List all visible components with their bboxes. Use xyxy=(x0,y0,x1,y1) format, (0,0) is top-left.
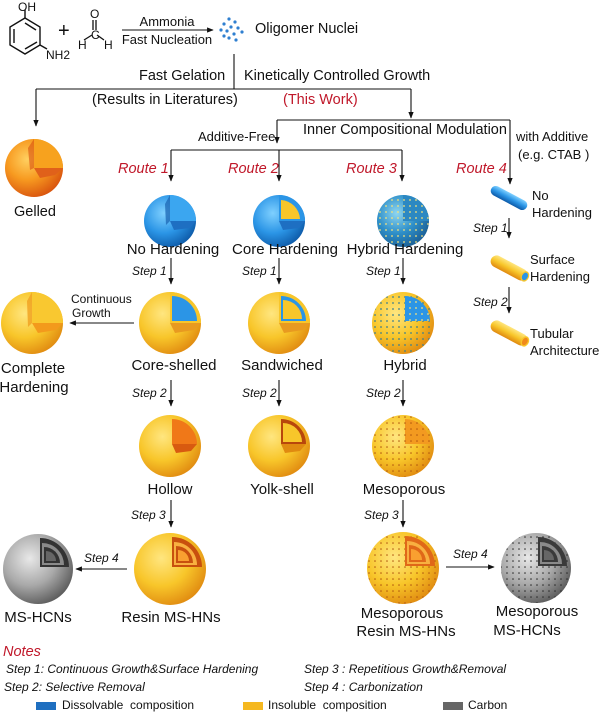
nh2-label: NH2 xyxy=(46,48,71,62)
hybrid-sphere xyxy=(372,292,434,354)
complete-hardening-sphere xyxy=(1,292,63,354)
ctab-label: (e.g. CTAB ) xyxy=(518,147,590,162)
surface-hardening-tube xyxy=(490,255,530,282)
sandwiched-sphere xyxy=(248,292,310,354)
route-4-title: Route 4 xyxy=(456,161,507,177)
growth-label: Growth xyxy=(72,306,111,320)
mesoporous-resin-ms-hns-sphere xyxy=(367,532,439,604)
yolk-shell-sphere xyxy=(248,415,310,477)
condition-fast-nucleation: Fast Nucleation xyxy=(121,32,213,47)
condition-ammonia: Ammonia xyxy=(139,14,195,29)
core-shelled-sphere xyxy=(139,292,201,354)
inner-compositional-modulation-label: Inner Compositional Modulation xyxy=(303,122,507,138)
notes-title: Notes xyxy=(3,644,41,660)
resin-ms-hns-label: Resin MS-HNs xyxy=(121,609,221,626)
ms-hcns-sphere xyxy=(3,534,73,604)
fast-gelation-label: Fast Gelation xyxy=(139,68,226,84)
note-step-1: Step 1: Continuous Growth&Surface Harden… xyxy=(6,662,259,676)
route-4-step1: Step 1 xyxy=(473,221,508,235)
with-additive-label: with Additive xyxy=(516,129,589,144)
oligomer-nuclei-icon xyxy=(219,17,244,42)
aminophenol-structure xyxy=(9,10,48,55)
tubular-label-2: Architecture xyxy=(530,343,600,358)
mesoporous-ms-hcns-label-2: MS-HCNs xyxy=(493,622,561,639)
o-atom: O xyxy=(90,7,100,21)
sandwiched-label: Sandwiched xyxy=(241,357,323,374)
yolk-shell-label: Yolk-shell xyxy=(250,481,314,498)
mesoporous-ms-hcns-label-1: Mesoporous xyxy=(495,603,579,620)
gelled-label: Gelled xyxy=(14,204,56,220)
note-step-3: Step 3 : Repetitious Growth&Removal xyxy=(304,662,507,676)
this-work-label: (This Work) xyxy=(283,92,358,108)
resin-ms-hns-sphere xyxy=(134,533,206,605)
hollow-label: Hollow xyxy=(147,481,193,498)
gelled-sphere xyxy=(5,139,63,197)
surface-hardening-label-1: Surface xyxy=(530,252,575,267)
oh-label: OH xyxy=(18,0,36,14)
continuous-label: Continuous xyxy=(71,292,132,306)
hollow-sphere xyxy=(139,415,201,477)
mesoporous-ms-hcns-sphere xyxy=(501,533,571,603)
h-atom-right: H xyxy=(104,38,113,52)
mesoporous-resin-label-2: Resin MS-HNs xyxy=(356,623,456,640)
route-4-start-label-1: No xyxy=(532,188,549,203)
tubular-architecture-tube xyxy=(490,320,530,347)
route-4-step2: Step 2 xyxy=(473,295,508,309)
route-1-step1: Step 1 xyxy=(132,264,167,278)
route-1-step2: Step 2 xyxy=(132,386,167,400)
route-4-start-label-2: Hardening xyxy=(532,205,592,220)
route-1-start-label: No Hardening xyxy=(126,241,220,258)
route-3-step3: Step 3 xyxy=(364,508,399,522)
additive-free-label: Additive-Free xyxy=(198,129,276,144)
route-3-start-label: Hybrid Hardening xyxy=(346,241,464,258)
ms-hcns-label: MS-HCNs xyxy=(4,609,72,626)
route-2-title: Route 2 xyxy=(228,161,279,177)
route-3-step2: Step 2 xyxy=(366,386,401,400)
legend-swatch-dissolvable xyxy=(36,702,56,710)
flow-connectors xyxy=(33,54,513,572)
plus-sign: + xyxy=(58,20,70,42)
c-atom: C xyxy=(91,28,100,42)
hybrid-hardening-sphere xyxy=(377,195,429,247)
h-atom-left: H xyxy=(78,38,87,52)
route-2-step2: Step 2 xyxy=(242,386,277,400)
surface-hardening-label-2: Hardening xyxy=(530,269,590,284)
formaldehyde-structure xyxy=(83,20,105,41)
route-2-step1: Step 1 xyxy=(242,264,277,278)
legend-label-carbon: Carbon xyxy=(468,698,508,712)
complete-label: Complete xyxy=(0,360,66,377)
route-1-title: Route 1 xyxy=(118,161,169,177)
mesoporous-sphere xyxy=(372,415,434,477)
route-3-step1: Step 1 xyxy=(366,264,401,278)
note-step-4: Step 4 : Carbonization xyxy=(304,680,423,694)
results-in-literatures-label: (Results in Literatures) xyxy=(92,92,238,108)
route-1-step3: Step 3 xyxy=(131,508,166,522)
tubular-label-1: Tubular xyxy=(530,326,574,341)
legend-swatch-carbon xyxy=(443,702,463,710)
hardening-label: Hardening xyxy=(0,379,69,396)
route-3-step4: Step 4 xyxy=(453,547,488,561)
route-1-step4: Step 4 xyxy=(84,551,119,565)
oligomer-nuclei-label: Oligomer Nuclei xyxy=(255,21,359,37)
route-2-start-label: Core Hardening xyxy=(232,241,338,258)
mesoporous-label: Mesoporous xyxy=(362,481,446,498)
core-hardening-sphere xyxy=(253,195,305,247)
no-hardening-sphere xyxy=(144,195,196,247)
mesoporous-resin-label-1: Mesoporous xyxy=(360,605,444,622)
no-hardening-tube xyxy=(490,185,528,211)
kinetically-controlled-growth-label: Kinetically Controlled Growth xyxy=(244,68,431,84)
core-shelled-label: Core-shelled xyxy=(131,357,217,374)
hybrid-label: Hybrid xyxy=(383,357,427,374)
legend-label-insoluble: Insoluble composition xyxy=(268,698,387,712)
note-step-2: Step 2: Selective Removal xyxy=(4,680,145,694)
legend-swatch-insoluble xyxy=(243,702,263,710)
legend-label-dissolvable: Dissolvable composition xyxy=(62,698,195,712)
route-3-title: Route 3 xyxy=(346,161,397,177)
